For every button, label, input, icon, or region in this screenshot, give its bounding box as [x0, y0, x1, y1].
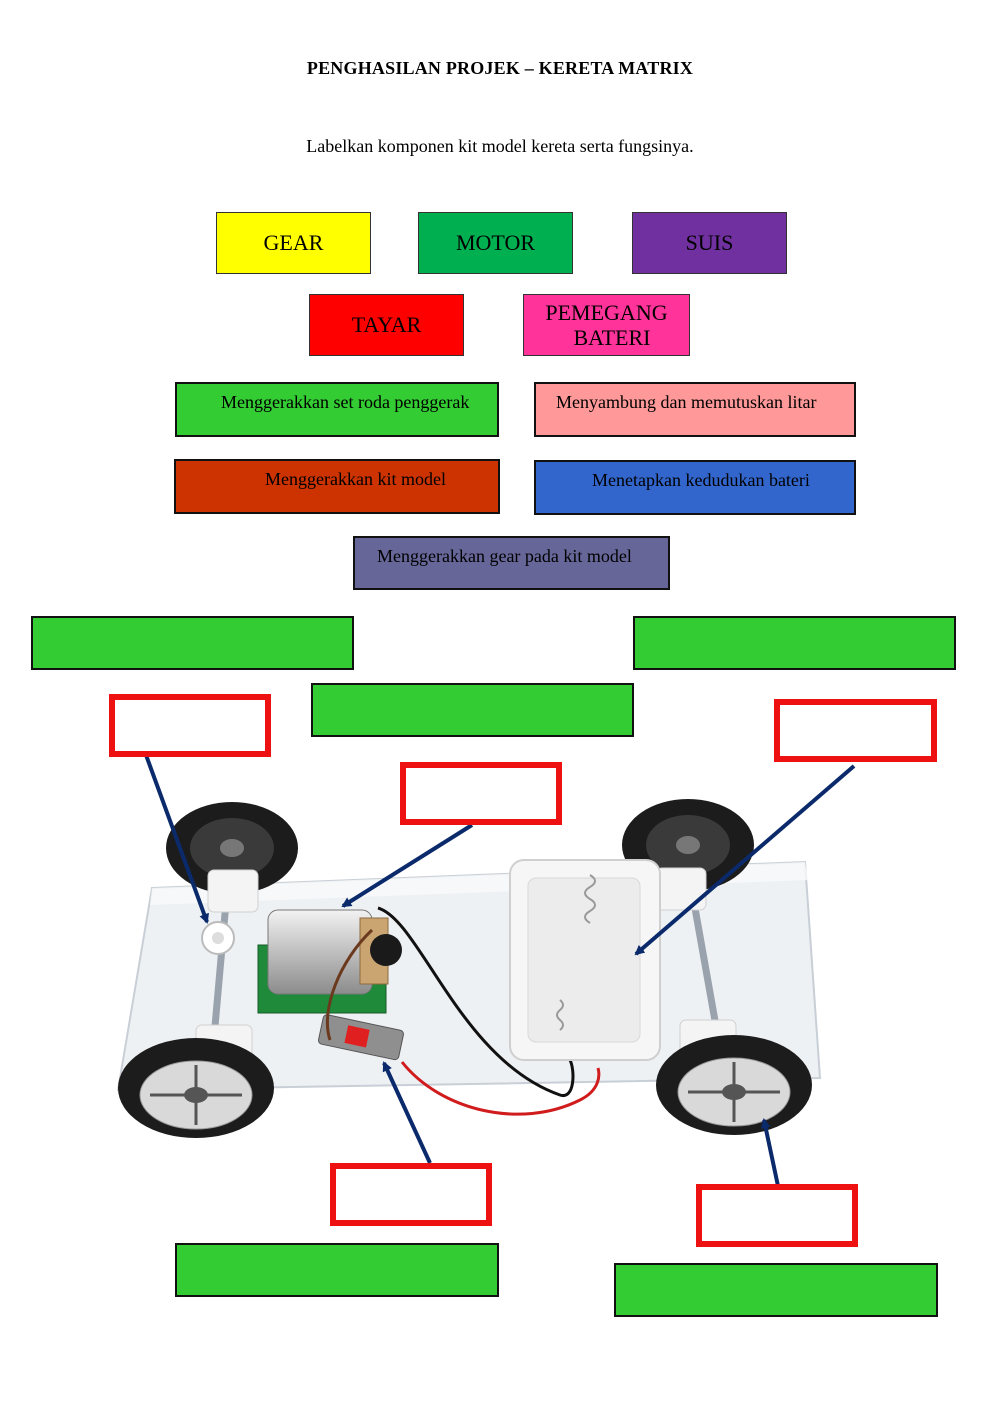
function-drop-zone[interactable]	[311, 683, 634, 737]
worksheet-title: PENGHASILAN PROJEK – KERETA MATRIX	[306, 58, 694, 78]
function-card-bateri[interactable]: Menetapkan kedudukan bateri	[534, 460, 856, 515]
function-card-text: Menggerakkan set roda penggerak	[221, 392, 470, 412]
wheel-front-right	[656, 1035, 812, 1135]
battery-holder-part	[509, 859, 661, 1061]
arrow-switch	[382, 1061, 432, 1164]
name-drop-zone[interactable]	[774, 699, 937, 762]
function-card-text: Menggerakkan kit model	[265, 469, 446, 489]
function-drop-zone[interactable]	[614, 1263, 938, 1317]
name-drop-zone[interactable]	[330, 1163, 492, 1226]
function-card-litar[interactable]: Menyambung dan memutuskan litar	[534, 382, 856, 437]
function-card-text: Menggerakkan gear pada kit model	[377, 546, 632, 566]
label-card-pemegang-bateri[interactable]: PEMEGANG BATERI	[523, 294, 690, 356]
function-card-kit[interactable]: Menggerakkan kit model	[174, 459, 500, 514]
label-card-text: GEAR	[263, 230, 324, 256]
arrow-wheel	[760, 1118, 780, 1187]
switch-part	[317, 1014, 404, 1061]
gear-part	[201, 921, 235, 955]
label-card-text: TAYAR	[351, 312, 422, 338]
label-card-motor[interactable]: MOTOR	[418, 212, 573, 274]
name-drop-zone[interactable]	[109, 694, 271, 757]
worksheet-instruction: Labelkan komponen kit model kereta serta…	[306, 136, 694, 156]
arrow-motor	[341, 823, 474, 908]
arrow-gear	[144, 754, 209, 924]
motor-part	[257, 909, 402, 1014]
label-card-text: SUIS	[685, 230, 734, 256]
name-drop-zone[interactable]	[696, 1184, 858, 1247]
label-card-text: PEMEGANG BATERI	[545, 299, 668, 350]
function-drop-zone[interactable]	[31, 616, 354, 670]
function-drop-zone[interactable]	[633, 616, 956, 670]
function-card-text: Menetapkan kedudukan bateri	[592, 470, 810, 490]
label-card-tayar[interactable]: TAYAR	[309, 294, 464, 356]
label-card-gear[interactable]: GEAR	[216, 212, 371, 274]
function-card-text: Menyambung dan memutuskan litar	[556, 392, 817, 412]
label-card-text: MOTOR	[455, 230, 536, 256]
function-card-gear[interactable]: Menggerakkan gear pada kit model	[353, 536, 670, 590]
function-card-roda[interactable]: Menggerakkan set roda penggerak	[175, 382, 499, 437]
label-card-suis[interactable]: SUIS	[632, 212, 787, 274]
wheel-rear-left	[166, 802, 298, 894]
function-drop-zone[interactable]	[175, 1243, 499, 1297]
wheel-front-left	[118, 1038, 274, 1138]
arrow-battery-holder	[634, 764, 856, 956]
name-drop-zone[interactable]	[400, 762, 562, 825]
